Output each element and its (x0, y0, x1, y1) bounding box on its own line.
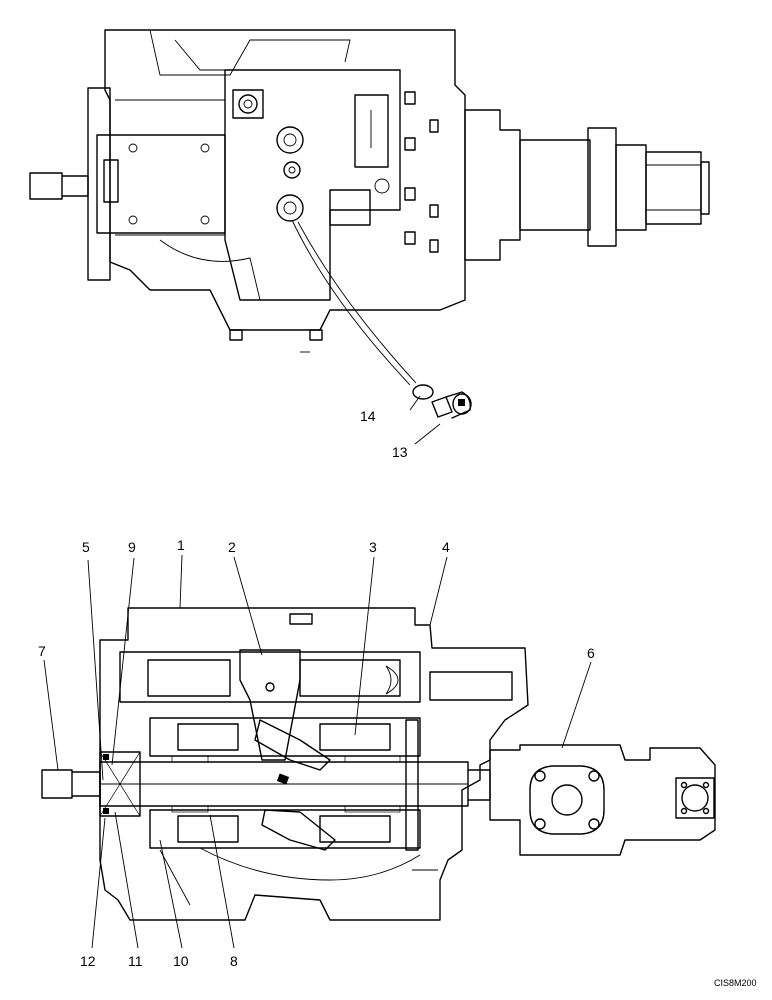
drive-shaft-section (41, 769, 73, 799)
gear-pump-body-top (645, 151, 702, 225)
servo-spring (429, 671, 513, 701)
rear-adaptor-top (464, 109, 521, 261)
rear-bearing (405, 719, 419, 851)
pump-housing-top (104, 29, 466, 331)
pump-section-view (41, 607, 716, 921)
callout-3: 3 (369, 539, 377, 555)
gear-pump-section (489, 744, 716, 856)
callout-5: 5 (82, 539, 90, 555)
housing-section (99, 607, 529, 921)
callout-14: 14 (360, 408, 376, 424)
cylinder-block-upper (149, 717, 421, 757)
needle-bearings (171, 755, 401, 813)
housing-bolts (404, 91, 439, 253)
callout-7: 7 (38, 643, 46, 659)
piston-lower (261, 809, 336, 851)
callout-1: 1 (177, 537, 185, 553)
plug-item-13 (431, 391, 472, 419)
callout-4: 4 (442, 539, 450, 555)
callout-9: 9 (128, 539, 136, 555)
drawing-code: CIS8M200 (714, 978, 757, 988)
callout-12: 12 (80, 953, 96, 969)
drive-shaft-top (29, 172, 89, 200)
swash-plate (239, 649, 301, 761)
callout-10: 10 (173, 953, 189, 969)
callout-6: 6 (587, 645, 595, 661)
gear-pump-flange-top (587, 127, 617, 247)
gear-pump-flange (529, 765, 605, 835)
leader-lines (43, 395, 592, 949)
mounting-flange-top (87, 87, 111, 281)
callout-8: 8 (230, 953, 238, 969)
piston-upper (254, 719, 331, 771)
plug-port-top (276, 194, 304, 222)
callout-2: 2 (228, 539, 236, 555)
pump-top-view (29, 29, 710, 386)
callout-labels: 14 13 5 9 1 2 3 4 7 6 12 11 10 8 (38, 408, 595, 969)
callout-13: 13 (392, 444, 408, 460)
o-ring-item-14 (412, 384, 434, 400)
side-cover-top (96, 134, 226, 234)
rear-port (675, 777, 715, 819)
front-bearing (99, 751, 141, 817)
regulator-block-top (224, 69, 401, 301)
cylinder-block-lower (149, 809, 421, 849)
servo-piston (119, 651, 421, 703)
callout-11: 11 (128, 953, 143, 969)
